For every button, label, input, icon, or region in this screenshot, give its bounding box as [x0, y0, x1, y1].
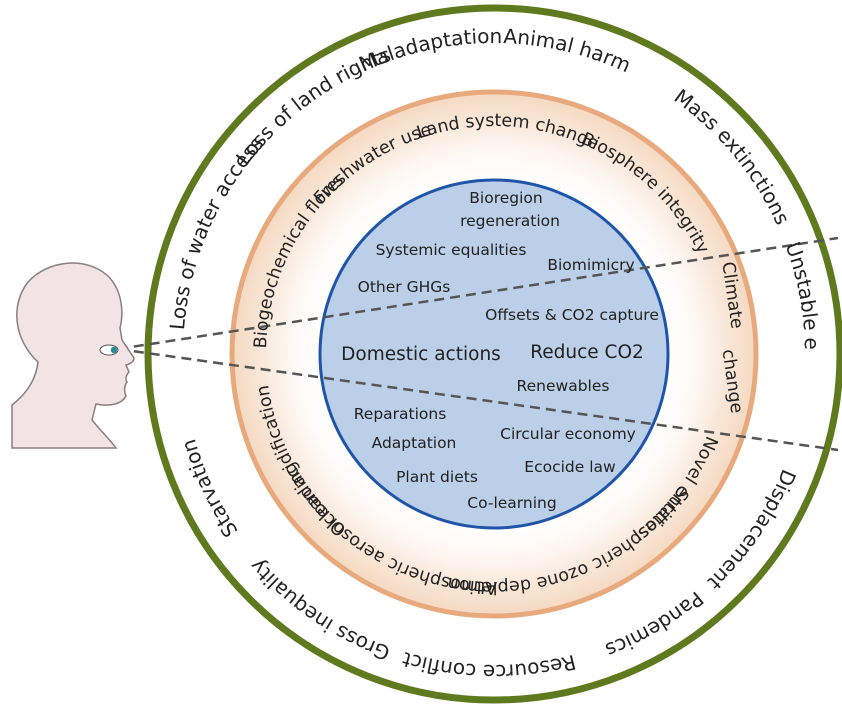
inner-label-co-learning: Co-learning: [467, 494, 556, 512]
human-head-profile-icon: [11, 262, 135, 449]
inner-label-reparations: Reparations: [354, 405, 447, 423]
eye-icon: [99, 344, 119, 356]
inner-label-adaptation: Adaptation: [372, 434, 457, 452]
inner-label-biomimicry: Biomimicry: [547, 256, 634, 274]
sightline-lower: [117, 347, 839, 452]
inner-label-systemic-equalities: Systemic equalities: [376, 241, 527, 259]
inner-circle: [318, 178, 670, 530]
inner-label-regeneration: regeneration: [460, 212, 560, 230]
inner-label-reduce-co2: Reduce CO2: [530, 342, 644, 363]
inner-label-other-ghgs: Other GHGs: [358, 278, 451, 296]
inner-circle-labels: Bioregion regeneration Systemic equaliti…: [341, 189, 659, 512]
middle-ring: [229, 89, 759, 619]
inner-label-bioregion: Bioregion: [469, 189, 542, 207]
sightline-upper: [117, 236, 839, 351]
inner-label-ecocide-law: Ecocide law: [524, 458, 616, 476]
inner-label-domestic-actions: Domestic actions: [341, 344, 501, 365]
inner-label-circular-economy: Circular economy: [500, 425, 636, 443]
inner-label-renewables: Renewables: [517, 377, 610, 395]
inner-label-plant-diets: Plant diets: [396, 468, 478, 486]
inner-label-offsets-co2-capture: Offsets & CO2 capture: [485, 306, 659, 324]
